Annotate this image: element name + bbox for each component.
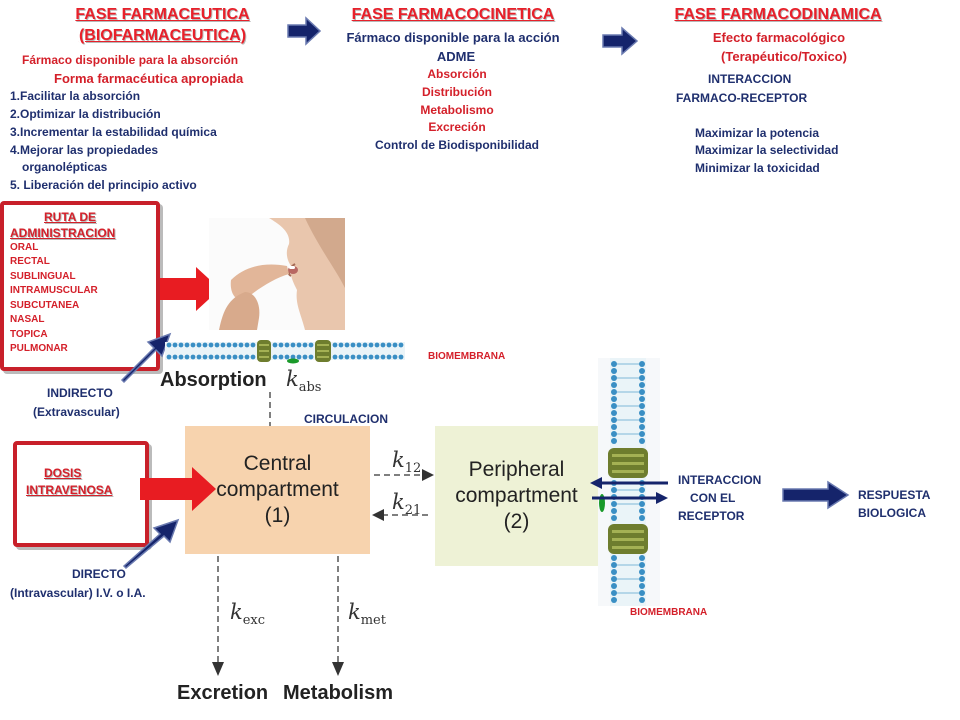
arrow-k12 xyxy=(374,469,434,481)
k-met-label: kmet xyxy=(348,600,386,628)
phase-farmaceutica-subtitle: Fármaco disponible para la absorción xyxy=(22,53,239,67)
phase-farmacocinetica-subtitle: Fármaco disponible para la acción xyxy=(346,30,560,45)
phase-farmacocinetica-title: FASE FARMACOCINETICA xyxy=(351,6,555,23)
intravascular-label: (Intravascular) I.V. o I.A. xyxy=(10,586,146,600)
excretion-label: Excretion xyxy=(177,682,269,704)
route-title-line2: ADMINISTRACION xyxy=(10,226,116,240)
phase-farmaceutica-item-3: 3.Incrementar la estabilidad química xyxy=(10,125,217,139)
k12-subscript: 12 xyxy=(404,461,422,477)
adme-step-absorcion: Absorción xyxy=(427,67,487,81)
route-box xyxy=(0,201,160,371)
route-item-subcutanea: SUBCUTANEA xyxy=(10,300,80,311)
receptor-arrows xyxy=(590,477,668,504)
indirecto-label: INDIRECTO xyxy=(47,386,113,400)
route-title-line1: RUTA DE xyxy=(44,210,96,224)
k-exc-subscript: exc xyxy=(242,613,266,629)
route-item-intramuscular: INTRAMUSCULAR xyxy=(10,285,98,296)
arrow-kexc xyxy=(212,556,224,676)
k12-label: k12 xyxy=(392,448,421,476)
peripheral-line3: (2) xyxy=(503,510,530,533)
directo-label: DIRECTO xyxy=(72,567,126,581)
k-abs-letter: k xyxy=(286,367,299,391)
control-biodisponibilidad: Control de Biodisponibilidad xyxy=(375,138,539,152)
phase-farmaceutica-item-2: 2.Optimizar la distribución xyxy=(10,107,161,121)
route-item-rectal: RECTAL xyxy=(10,256,50,267)
central-line3: (1) xyxy=(264,504,291,527)
k12-letter: k xyxy=(392,448,405,472)
intravenosa-label: INTRAVENOSA xyxy=(26,483,113,497)
k-abs-label: kabs xyxy=(286,367,321,395)
interaccion-receptor-line1: INTERACCION xyxy=(678,473,762,487)
dosis-box xyxy=(13,441,149,547)
farmaco-receptor-label: FARMACO-RECEPTOR xyxy=(676,91,808,105)
arrow-to-response xyxy=(782,480,850,510)
arrow-k21 xyxy=(372,509,432,521)
biomembrana-top-label: BIOMEMBRANA xyxy=(428,351,506,362)
phase-farmacodinamica-subtitle1: Efecto farmacológico xyxy=(712,30,846,45)
k-abs-subscript: abs xyxy=(298,380,322,396)
peripheral-line1: Peripheral xyxy=(468,458,565,481)
goal-potencia: Maximizar la potencia xyxy=(695,126,820,140)
goal-toxicidad: Minimizar la toxicidad xyxy=(695,161,820,175)
k-exc-letter: k xyxy=(230,600,243,624)
absorption-label: Absorption xyxy=(160,369,267,391)
metabolism-label: Metabolism xyxy=(283,682,394,704)
dosis-label: DOSIS xyxy=(44,466,82,480)
adme-step-metabolismo: Metabolismo xyxy=(420,103,494,117)
interaccion-receptor-line3: RECEPTOR xyxy=(678,509,745,523)
k21-letter: k xyxy=(392,490,405,514)
interaccion-receptor-line2: CON EL xyxy=(690,491,736,505)
adme-step-excrecion: Excreción xyxy=(428,120,486,134)
route-item-pulmonar: PULMONAR xyxy=(10,343,68,354)
k-exc-label: kexc xyxy=(230,600,265,628)
arrow-kmet xyxy=(332,556,344,676)
phase-farmaceutica-title-line2: (BIOFARMACEUTICA) xyxy=(78,27,247,44)
central-compartment: Central compartment (1) xyxy=(185,426,370,554)
pill-photo xyxy=(209,218,345,330)
central-line1: Central xyxy=(243,452,312,475)
adme-step-distribucion: Distribución xyxy=(421,85,492,99)
phase-farmacodinamica-title: FASE FARMACODINAMICA xyxy=(674,6,882,23)
phase-farmaceutica-item-5: 5. Liberación del principio activo xyxy=(10,178,197,192)
biomembrana-bottom-label: BIOMEMBRANA xyxy=(630,607,708,618)
k-met-subscript: met xyxy=(360,613,386,629)
interaccion-label: INTERACCION xyxy=(708,72,792,86)
phase-arrow-2 xyxy=(602,26,638,56)
extravascular-label: (Extravascular) xyxy=(33,405,120,419)
peripheral-compartment: Peripheral compartment (2) xyxy=(435,426,598,566)
red-arrow-iv xyxy=(140,467,216,511)
respuesta-line2: BIOLOGICA xyxy=(858,506,926,520)
navy-arrow-directo xyxy=(122,518,180,570)
goal-selectividad: Maximizar la selectividad xyxy=(695,143,839,157)
central-line2: compartment xyxy=(216,478,339,501)
phase-farmaceutica-item-4: 4.Mejorar las propiedades xyxy=(10,143,159,157)
adme-label: ADME xyxy=(436,49,476,64)
biomembrana-top-strip xyxy=(165,340,405,364)
circulacion-label: CIRCULACION xyxy=(304,412,388,426)
phase-farmaceutica-subtitle2: Forma farmacéutica apropiada xyxy=(54,71,244,86)
k-met-letter: k xyxy=(348,600,361,624)
phase-farmaceutica-item-1: 1.Facilitar la absorción xyxy=(10,89,141,103)
phase-farmaceutica-title-line1: FASE FARMACEUTICA xyxy=(75,6,250,23)
route-item-topica: TOPICA xyxy=(10,329,48,340)
route-item-oral: ORAL xyxy=(10,242,39,253)
route-item-sublingual: SUBLINGUAL xyxy=(10,271,76,282)
phase-farmaceutica-item-4b: organolépticas xyxy=(22,160,108,174)
peripheral-line2: compartment xyxy=(455,484,578,507)
phase-farmacodinamica-subtitle2: (Terapéutico/Toxico) xyxy=(721,49,847,64)
respuesta-line1: RESPUESTA xyxy=(858,488,931,502)
red-arrow-oral xyxy=(160,267,220,311)
phase-arrow-1 xyxy=(287,16,321,46)
route-item-nasal: NASAL xyxy=(10,314,45,325)
